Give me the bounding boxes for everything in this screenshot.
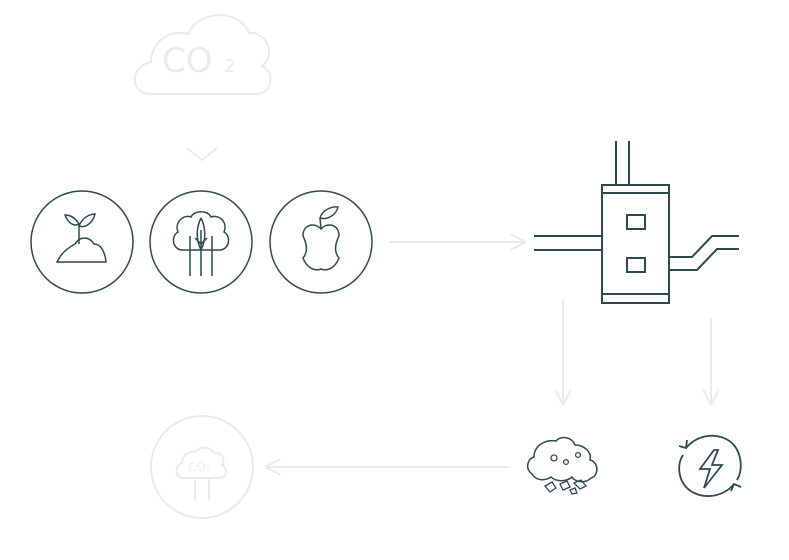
renewable-energy-icon — [678, 434, 742, 497]
residue-icon — [526, 436, 598, 495]
co2-bottom-label: CO₂ — [188, 460, 211, 474]
co2-storage-icon: CO₂ — [150, 415, 254, 519]
processing-unit-icon — [534, 141, 739, 304]
sprout-icon — [30, 190, 134, 294]
apple-core-icon — [269, 190, 373, 294]
co2-cloud-icon: CO 2 — [133, 14, 272, 95]
co2-top-label: CO — [162, 41, 213, 81]
co2-top-subscript: 2 — [224, 56, 235, 77]
co2-down-arrow — [186, 147, 218, 162]
trees-icon — [149, 190, 253, 294]
